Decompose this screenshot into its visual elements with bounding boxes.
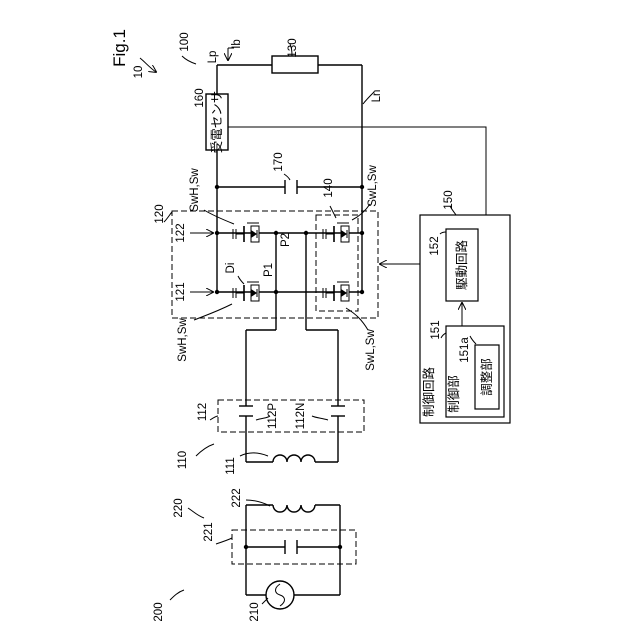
leader-100: [182, 56, 196, 64]
leader-170: [284, 174, 290, 180]
leader-112: [210, 416, 218, 420]
receiver-wiring: [239, 330, 345, 462]
leader-112n: [312, 416, 328, 420]
label-p1: P1: [263, 263, 275, 277]
label-diode: Di: [225, 263, 237, 274]
label-system: 10: [133, 66, 145, 79]
label-power-sensor: 160: [194, 88, 206, 107]
label-transmit-cap: 221: [203, 522, 215, 541]
label-power-receiver: 100: [179, 32, 191, 51]
control-unit-text: 制御部: [446, 375, 461, 413]
leader-111: [240, 453, 268, 456]
label-control: 150: [443, 190, 455, 209]
power-sensor-text: 受電センサ: [209, 91, 224, 154]
label-cap-112p: 112P: [267, 403, 279, 429]
low-side-switch-box: [316, 215, 358, 311]
label-transmit-coil: 222: [231, 488, 243, 507]
control-circuit-text: 制御回路: [421, 367, 436, 418]
figure-title: Fig.1: [110, 29, 129, 67]
label-lp: Lp: [207, 51, 219, 64]
label-cap-112n: 112N: [295, 403, 307, 430]
leader-140: [330, 206, 336, 218]
label-transmit-resonator: 220: [173, 498, 185, 517]
label-capacitor: 170: [273, 152, 285, 171]
receive-coil: [273, 455, 315, 462]
label-control-unit: 151: [430, 320, 442, 339]
label-p2: P2: [280, 233, 292, 247]
leader-221: [216, 538, 232, 544]
label-rectifier: 120: [154, 204, 166, 223]
label-receiver-resonator: 110: [177, 451, 189, 469]
leader-110: [196, 444, 214, 456]
label-sw-h-bottom: SwH,Sw: [177, 318, 189, 362]
label-sw-l-bottom: SwL,Sw: [365, 329, 377, 371]
label-receive-coil: 111: [225, 457, 237, 474]
adjust-unit-text: 調整部: [479, 358, 494, 396]
leader-200: [170, 590, 184, 600]
leader-swh-top: [204, 210, 234, 224]
label-rect-122: 122: [175, 223, 187, 242]
label-sw-h-top: SwH,Sw: [189, 168, 201, 212]
label-rect-121: 121: [175, 282, 187, 301]
label-ln: Ln: [371, 90, 383, 103]
label-sw-l-top: SwL,Sw: [367, 165, 379, 207]
leader-220: [188, 508, 204, 518]
label-ac-source: 210: [249, 602, 261, 621]
label-load: 130: [287, 38, 299, 57]
leader-diode: [238, 276, 244, 284]
transmitter-wiring: [244, 505, 342, 595]
label-resonator-cap: 112: [197, 403, 209, 421]
label-drive-circuit: 152: [429, 236, 441, 255]
label-transmitter: 200: [153, 602, 165, 621]
label-node-140: 140: [323, 178, 335, 197]
transmit-coil: [273, 505, 315, 512]
label-adjust-unit: 151a: [459, 337, 471, 363]
drive-circuit-text: 駆動回路: [454, 240, 469, 291]
label-ib: Ib: [231, 39, 243, 49]
